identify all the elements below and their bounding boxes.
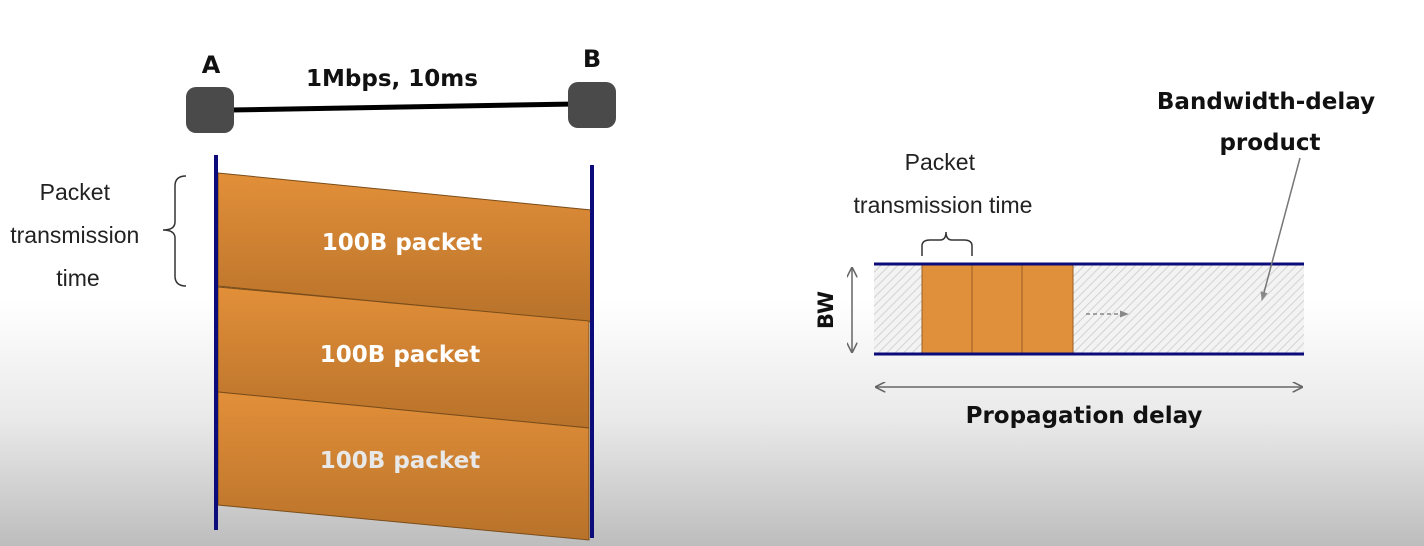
node-a-box [186,87,234,133]
pipe-tx-label-line2: transmission time [854,192,1033,218]
link-line [229,101,576,113]
pipe-packet-3 [1021,263,1074,355]
bdp-pointer [1260,157,1301,301]
bdp-label: Bandwidth-delay product [1157,89,1383,156]
bw-label: BW [814,291,838,329]
pipe-packet-1 [921,263,973,355]
bdp-label-line1: Bandwidth-delay [1157,89,1375,115]
tx-time-label-line2: transmission [10,222,139,248]
packet-3-label: 100B packet [320,448,480,474]
node-a-label: A [202,51,221,79]
prop-delay-label: Propagation delay [966,403,1203,429]
pipe-tx-label-line1: Packet [905,149,976,175]
pipe-tx-brace [921,231,973,256]
node-b-box [568,82,616,128]
right-pipe-diagram: Packet transmission time BW Propagation … [814,89,1383,429]
pipe-tx-label: Packet transmission time [854,149,1033,218]
link-label: 1Mbps, 10ms [306,66,478,92]
node-b-label: B [583,45,601,73]
left-timeline-diagram: A B 1Mbps, 10ms 100B packet 100B packet … [10,45,616,541]
tx-time-brace [162,175,187,287]
tx-time-label-line1: Packet [40,179,111,205]
packet-1-label: 100B packet [322,230,482,256]
packet-2-label: 100B packet [320,342,480,368]
pipe-packet-2 [971,263,1023,355]
bdp-label-line2: product [1219,130,1320,156]
tx-time-label: Packet transmission time [10,179,146,291]
tx-time-label-line3: time [56,265,99,291]
